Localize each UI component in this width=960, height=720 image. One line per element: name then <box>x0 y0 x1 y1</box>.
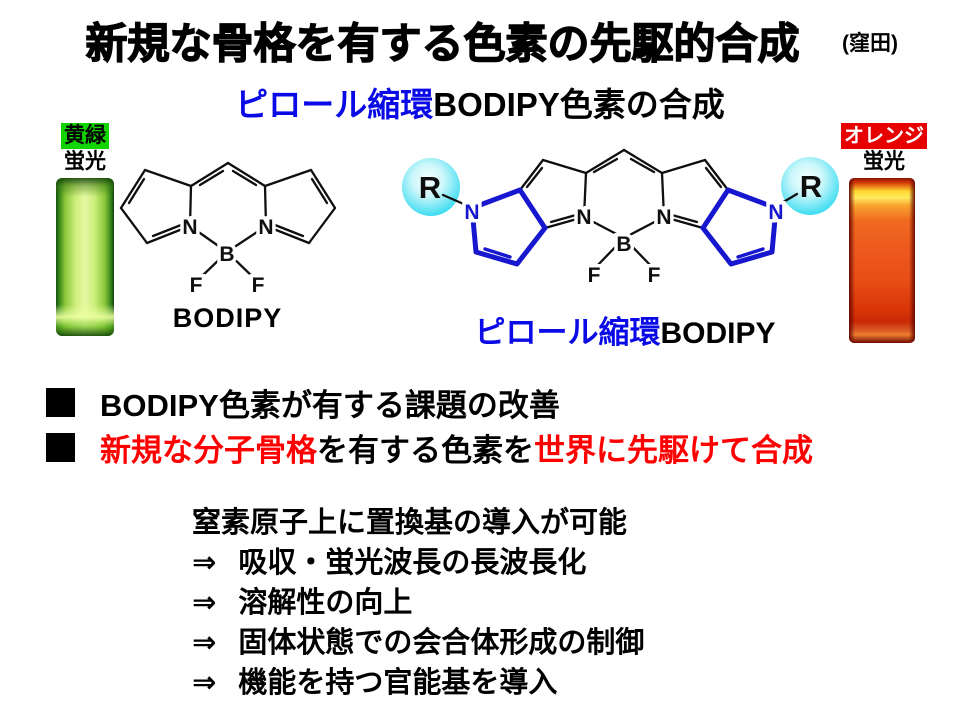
n-atom-label: N <box>576 206 591 229</box>
left-fluorescence-label: 蛍光 <box>64 150 106 173</box>
n-atom-label: N <box>656 206 671 229</box>
detail-lead: 窒素原子上に置換基の導入が可能 <box>192 507 628 539</box>
bullet-square-icon <box>46 388 75 417</box>
b-atom-label: B <box>219 243 234 266</box>
green-fluorescence-cuvette-photo <box>56 178 114 336</box>
bullet-item-1: BODIPY色素が有する課題の改善 <box>46 380 813 425</box>
left-sample-caption: 黄緑 蛍光 <box>39 123 131 174</box>
bodipy-structure-diagram: N N B F F <box>119 161 337 299</box>
author-credit: (窪田) <box>842 32 898 55</box>
detail-item-4: ⇒ 機能を持つ官能基を導入 <box>192 663 644 703</box>
f-atom-label: F <box>252 274 265 297</box>
f-atom-label: F <box>648 264 661 287</box>
n-atom-label: N <box>258 216 273 239</box>
bullet-1-text: BODIPY色素が有する課題の改善 <box>100 388 560 423</box>
page-title: 新規な骨格を有する色素の先駆的合成 <box>85 19 800 67</box>
f-atom-label: F <box>588 264 601 287</box>
bullet-2-black: を有する色素を <box>317 433 534 468</box>
subtitle-highlight: ピロール縮環 <box>235 86 434 123</box>
yellow-green-tag: 黄緑 <box>61 123 109 149</box>
fused-label-black-part: BODIPY <box>660 317 776 350</box>
fused-bodipy-atom-labels: N N N N B F F R R <box>419 169 822 291</box>
double-arrow-icon: ⇒ <box>192 587 217 619</box>
detail-item-3: ⇒ 固体状態での会合体形成の制御 <box>192 623 644 663</box>
right-sample-caption: オレンジ 蛍光 <box>838 123 930 174</box>
detail-item-4-text: 機能を持つ官能基を導入 <box>238 667 558 699</box>
detail-item-3-text: 固体状態での会合体形成の制御 <box>238 627 645 659</box>
bullet-2-red-1: 新規な分子骨格 <box>100 433 317 468</box>
subtitle: ピロール縮環BODIPY色素の合成 <box>0 78 960 126</box>
bullet-square-icon <box>46 433 75 462</box>
bodipy-structure-label: BODIPY <box>172 303 283 333</box>
double-arrow-icon: ⇒ <box>192 547 217 579</box>
fused-bodipy-black-bonds <box>441 148 799 270</box>
r-substituent-label: R <box>800 169 822 204</box>
bullet-list: BODIPY色素が有する課題の改善 新規な分子骨格 を有する色素を 世界に先駆け… <box>46 380 813 470</box>
bodipy-atom-labels: N N B F F <box>179 213 277 299</box>
bullet-item-2: 新規な分子骨格 を有する色素を 世界に先駆けて合成 <box>46 425 813 470</box>
blue-n-atom-label: N <box>464 201 479 224</box>
fused-pyrrole-blue-rings <box>469 187 779 267</box>
fused-bodipy-structure-label: ピロール縮環BODIPY <box>400 307 850 352</box>
right-fluorescence-label: 蛍光 <box>863 150 905 173</box>
fused-bodipy-structure-diagram: N N N N B F F R R <box>402 148 839 291</box>
bodipy-bonds <box>119 161 337 281</box>
blue-n-atom-label: N <box>768 201 783 224</box>
double-arrow-icon: ⇒ <box>192 667 217 699</box>
detail-item-2-text: 溶解性の向上 <box>238 587 413 619</box>
double-arrow-icon: ⇒ <box>192 627 217 659</box>
n-atom-label: N <box>182 216 197 239</box>
bullet-2-red-2: 世界に先駆けて合成 <box>534 433 813 468</box>
subtitle-rest: BODIPY色素の合成 <box>433 86 725 123</box>
f-atom-label: F <box>190 274 203 297</box>
right-r-substituent-circle <box>781 157 839 215</box>
orange-tag: オレンジ <box>841 123 927 149</box>
detail-item-1: ⇒ 吸収・蛍光波長の長波長化 <box>192 543 644 583</box>
detail-item-2: ⇒ 溶解性の向上 <box>192 583 644 623</box>
r-substituent-label: R <box>419 170 441 205</box>
b-atom-label: B <box>616 233 631 256</box>
orange-fluorescence-cuvette-photo <box>849 178 915 343</box>
detail-list: 窒素原子上に置換基の導入が可能 ⇒ 吸収・蛍光波長の長波長化 ⇒ 溶解性の向上 ⇒ 固… <box>192 503 644 703</box>
left-r-substituent-circle <box>402 158 460 216</box>
fused-label-blue-part: ピロール縮環 <box>474 315 661 350</box>
detail-item-1-text: 吸収・蛍光波長の長波長化 <box>238 547 587 579</box>
